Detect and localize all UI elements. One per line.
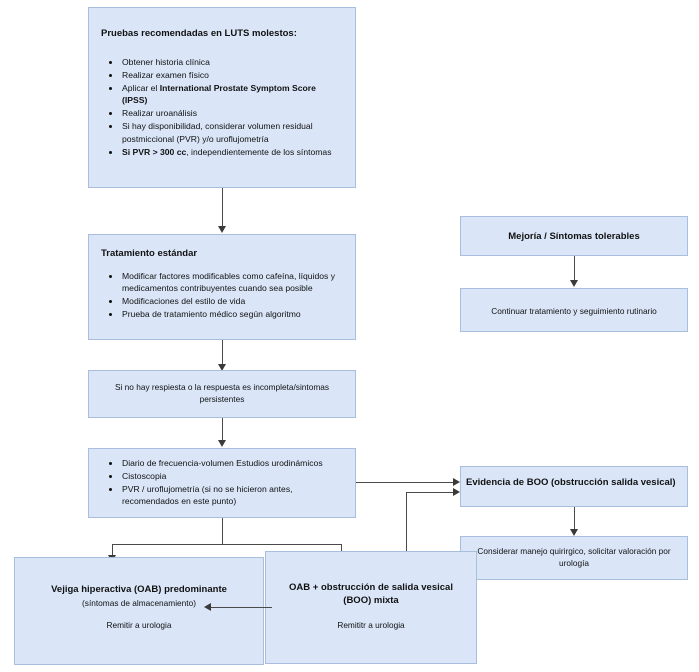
connector-boo-to-surgical: [574, 507, 575, 531]
node-surgical-management: Considerar manejo quirirgico, solicitar …: [460, 536, 688, 580]
node-boo-evidence: Evidencia de BOO (obstrucción salida ves…: [460, 466, 688, 507]
arrowhead-left: [204, 603, 211, 611]
bullet-text: Realizar examen físico: [122, 69, 209, 80]
node-oab-predominant: Vejiga hiperactiva (OAB) predominante (s…: [14, 557, 264, 665]
connector-workup-stem: [222, 518, 223, 544]
oab-predominant-action: Remitir a urologia: [106, 620, 172, 630]
list-item: Diario de frecuencia-volumen Estudios ur…: [121, 457, 341, 469]
connector-tests-to-treatment: [222, 188, 223, 226]
connector-mixed-to-boo-bar: [406, 492, 453, 493]
node-improvement: Mejoría / Síntomas tolerables: [460, 216, 688, 256]
bullet-text: Aplicar el: [122, 82, 160, 93]
list-item: Prueba de tratamiento médico según algor…: [121, 308, 341, 320]
connector-workup-split-bar: [112, 544, 341, 545]
improvement-title: Mejoría / Síntomas tolerables: [508, 231, 640, 242]
arrowhead-down: [570, 529, 578, 536]
list-item: PVR / uroflujometría (si no se hicieron …: [121, 483, 341, 508]
list-item: Si PVR > 300 cc, independientemente de l…: [121, 146, 343, 158]
connector-split-left: [112, 544, 113, 557]
list-item: Aplicar el International Prostate Sympto…: [121, 82, 343, 107]
oab-predominant-title: Vejiga hiperactiva (OAB) predominante: [51, 584, 227, 595]
no-response-text: Si no hay respiesta o la respuesta es in…: [115, 382, 329, 405]
list-item: Cistoscopia: [121, 470, 341, 482]
arrowhead-down: [570, 280, 578, 287]
oab-plus-boo-action: Remititr a urologia: [337, 620, 405, 630]
further-workup-list: Diario de frecuencia-volumen Estudios ur…: [99, 457, 347, 508]
bullet-text: Prueba de tratamiento médico según algor…: [122, 309, 301, 320]
bullet-text: Obtener historia clínica: [122, 57, 210, 67]
node-further-workup: Diario de frecuencia-volumen Estudios ur…: [88, 448, 356, 518]
bullet-text: Modificaciones del estilo de vida: [122, 296, 246, 307]
connector-improvement-to-continue: [574, 256, 575, 282]
list-item: Realizar uroanálisis: [121, 107, 343, 119]
list-item: Si hay disponibilidad, considerar volume…: [121, 120, 343, 145]
recommended-tests-list: Obtener historia clínica Realizar examen…: [99, 56, 349, 159]
bullet-bold: Si PVR > 300 cc: [122, 146, 187, 157]
bullet-text: Si hay disponibilidad, considerar volume…: [122, 121, 313, 144]
node-continue-treatment: Continuar tratamiento y seguimiento ruti…: [460, 288, 688, 332]
arrowhead-down: [218, 440, 226, 447]
list-item: Obtener historia clínica: [121, 56, 343, 68]
connector-mixed-to-oab-seg: [210, 607, 272, 608]
bullet-text: Realizar uroanálisis: [122, 108, 197, 119]
connector-split-right: [341, 544, 342, 557]
arrowhead-right: [453, 488, 460, 496]
bullet-text: Cistoscopia: [122, 470, 167, 481]
arrowhead-down: [218, 226, 226, 233]
continue-treatment-text: Continuar tratamiento y seguimiento ruti…: [491, 306, 657, 316]
node-standard-treatment: Tratamiento estándar Modificar factores …: [88, 234, 356, 340]
bullet-text: Diario de frecuencia-volumen Estudios ur…: [122, 458, 323, 468]
connector-treatment-to-noresponse: [222, 340, 223, 366]
bullet-text: , independientemente de los síntomas: [186, 146, 332, 157]
bullet-bold: International Prostate Symptom Score (IP…: [122, 82, 316, 106]
connector-workup-to-boo: [356, 482, 453, 483]
connector-noresponse-to-workup: [222, 418, 223, 442]
recommended-tests-title: Pruebas recomendadas en LUTS molestos:: [101, 28, 297, 39]
list-item: Modificaciones del estilo de vida: [121, 295, 341, 307]
bullet-text: PVR / uroflujometría (si no se hicieron …: [122, 483, 293, 507]
boo-evidence-title: Evidencia de BOO (obstrucción salida ves…: [466, 477, 676, 488]
oab-plus-boo-title: OAB + obstrucción de salida vesical (BOO…: [289, 582, 453, 606]
standard-treatment-list: Modificar factores modificables como caf…: [99, 270, 347, 321]
bullet-text: Modificar factores modificables como caf…: [122, 271, 336, 294]
oab-predominant-subtitle: (síntomas de almacenamiento): [82, 598, 196, 608]
node-oab-plus-boo: OAB + obstrucción de salida vesical (BOO…: [265, 551, 477, 664]
arrowhead-right: [453, 478, 460, 486]
node-recommended-tests: Pruebas recomendadas en LUTS molestos: O…: [88, 7, 356, 188]
list-item: Realizar examen físico: [121, 69, 343, 81]
surgical-management-text: Considerar manejo quirirgico, solicitar …: [477, 546, 671, 569]
list-item: Modificar factores modificables como caf…: [121, 270, 341, 295]
connector-mixed-to-boo-riser: [406, 492, 407, 551]
arrowhead-down: [218, 364, 226, 371]
standard-treatment-title: Tratamiento estándar: [101, 248, 198, 259]
node-no-response: Si no hay respiesta o la respuesta es in…: [88, 370, 356, 418]
